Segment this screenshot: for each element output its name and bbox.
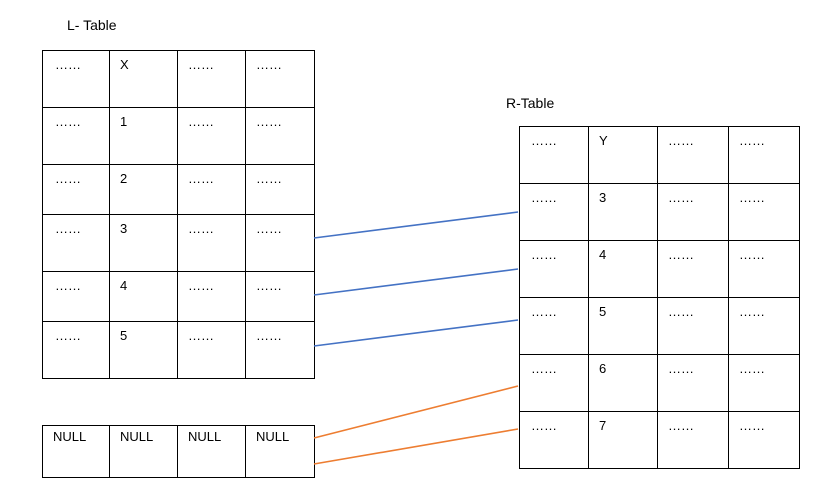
connector-3-to-3: [313, 211, 519, 239]
right-table-title: R-Table: [506, 95, 555, 111]
right-cell: ……: [728, 240, 800, 298]
right-cell: ……: [728, 297, 800, 355]
left-cell: ……: [42, 271, 110, 322]
right-cell: ……: [657, 354, 729, 412]
left-key-cell: 5: [109, 321, 178, 379]
right-key-cell: 3: [588, 183, 658, 241]
right-header-row: …… Y …… ……: [519, 126, 800, 184]
left-row-1: …… 1 …… ……: [42, 107, 315, 165]
right-cell: ……: [728, 126, 800, 184]
null-row-table: NULL NULL NULL NULL: [42, 425, 315, 478]
left-cell: ……: [42, 107, 110, 165]
left-cell: ……: [177, 214, 246, 272]
right-cell: ……: [657, 183, 729, 241]
right-row-5: …… 5 …… ……: [519, 297, 800, 355]
null-cell: NULL: [42, 425, 110, 478]
right-cell: ……: [657, 411, 729, 469]
right-key-cell: 7: [588, 411, 658, 469]
left-table-title: L- Table: [67, 17, 117, 33]
right-row-6: …… 6 …… ……: [519, 354, 800, 412]
right-cell: ……: [519, 183, 589, 241]
null-cell: NULL: [245, 425, 315, 478]
right-cell: ……: [728, 411, 800, 469]
right-cell: ……: [519, 297, 589, 355]
right-cell: ……: [519, 411, 589, 469]
right-cell: ……: [519, 240, 589, 298]
left-cell: ……: [177, 321, 246, 379]
left-cell: ……: [42, 164, 110, 215]
left-cell: ……: [245, 271, 315, 322]
left-cell: ……: [177, 107, 246, 165]
left-row-5: …… 5 …… ……: [42, 321, 315, 379]
left-key-cell: 1: [109, 107, 178, 165]
right-key-header: Y: [588, 126, 658, 184]
connector-4-to-4: [313, 268, 519, 296]
left-key-header: X: [109, 50, 178, 108]
left-cell: ……: [245, 214, 315, 272]
left-cell: ……: [177, 271, 246, 322]
right-key-cell: 4: [588, 240, 658, 298]
left-cell: ……: [245, 321, 315, 379]
right-cell: ……: [657, 297, 729, 355]
left-cell: ……: [245, 107, 315, 165]
right-row-3: …… 3 …… ……: [519, 183, 800, 241]
left-cell: ……: [177, 50, 246, 108]
null-row: NULL NULL NULL NULL: [42, 425, 315, 478]
left-key-cell: 2: [109, 164, 178, 215]
left-table: …… X …… …… …… 1 …… …… …… 2 …… …… …… 3 ………: [42, 50, 315, 379]
left-row-2: …… 2 …… ……: [42, 164, 315, 215]
right-cell: ……: [519, 354, 589, 412]
right-row-4: …… 4 …… ……: [519, 240, 800, 298]
connector-null-to-7: [313, 428, 519, 465]
left-cell: ……: [245, 164, 315, 215]
left-cell: ……: [42, 321, 110, 379]
right-table: …… Y …… …… …… 3 …… …… …… 4 …… …… …… 5 ………: [519, 126, 800, 469]
left-cell: ……: [42, 214, 110, 272]
left-key-cell: 3: [109, 214, 178, 272]
right-key-cell: 5: [588, 297, 658, 355]
null-cell: NULL: [109, 425, 178, 478]
connector-5-to-5: [313, 319, 519, 347]
left-row-3: …… 3 …… ……: [42, 214, 315, 272]
left-row-4: …… 4 …… ……: [42, 271, 315, 322]
null-cell: NULL: [177, 425, 246, 478]
left-key-cell: 4: [109, 271, 178, 322]
left-cell: ……: [177, 164, 246, 215]
right-cell: ……: [657, 240, 729, 298]
right-key-cell: 6: [588, 354, 658, 412]
right-cell: ……: [657, 126, 729, 184]
left-cell: ……: [245, 50, 315, 108]
right-cell: ……: [728, 354, 800, 412]
left-header-row: …… X …… ……: [42, 50, 315, 108]
right-cell: ……: [519, 126, 589, 184]
right-row-7: …… 7 …… ……: [519, 411, 800, 469]
right-cell: ……: [728, 183, 800, 241]
left-cell: ……: [42, 50, 110, 108]
connector-null-to-6: [313, 385, 519, 439]
